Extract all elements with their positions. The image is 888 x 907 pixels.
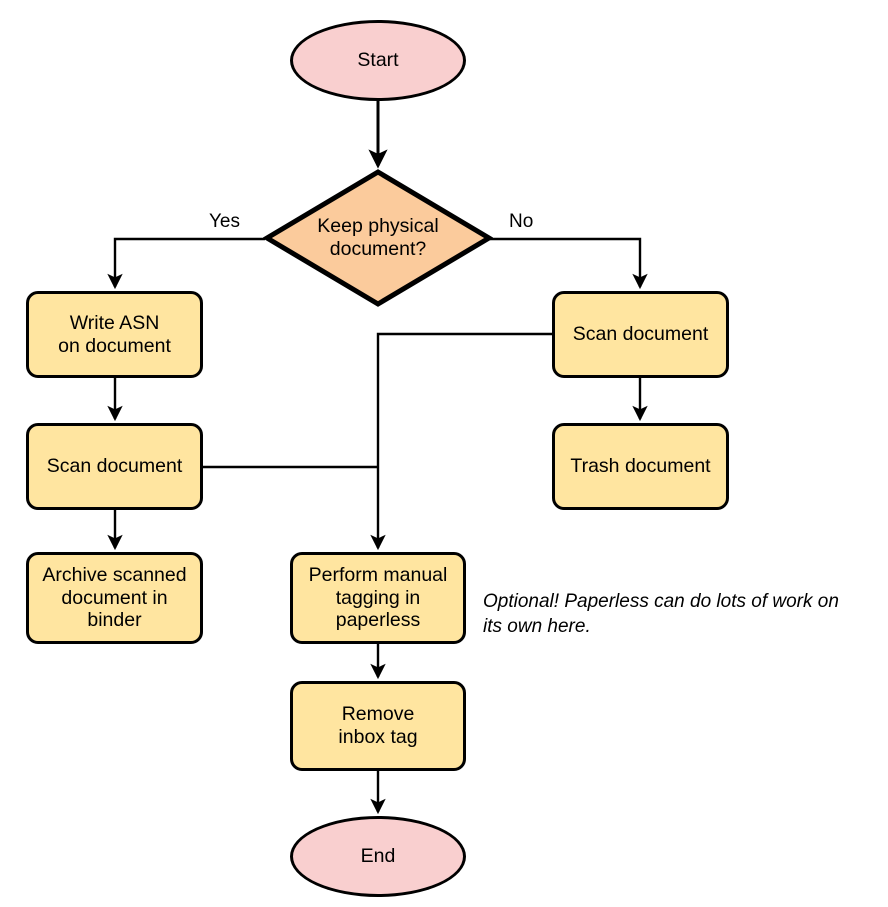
annotation-optional-note: Optional! Paperless can do lots of work … bbox=[483, 591, 839, 637]
node-perform-manual-tagging-label: Perform manual tagging in paperless bbox=[308, 564, 448, 632]
node-perform-manual-tagging[interactable]: Perform manual tagging in paperless bbox=[290, 552, 466, 644]
node-keep-physical-label: Keep physical document? bbox=[317, 215, 439, 260]
node-trash-document-label: Trash document bbox=[570, 455, 711, 478]
decision-diamond-shape bbox=[263, 169, 493, 307]
node-start-label: Start bbox=[357, 49, 399, 72]
node-end[interactable]: End bbox=[290, 816, 466, 897]
node-scan-document-left[interactable]: Scan document bbox=[26, 423, 203, 510]
edge-label-no: No bbox=[509, 211, 534, 232]
node-trash-document[interactable]: Trash document bbox=[552, 423, 729, 510]
node-archive-scanned-document[interactable]: Archive scanned document in binder bbox=[26, 552, 203, 644]
node-scan-document-right-label: Scan document bbox=[572, 323, 709, 346]
node-write-asn-label: Write ASN on document bbox=[58, 311, 171, 357]
edge-decision-yes-to-write-asn bbox=[107, 237, 265, 290]
node-scan-document-right[interactable]: Scan document bbox=[552, 291, 729, 378]
node-end-label: End bbox=[360, 845, 396, 868]
edge-decision-no-to-scan-right bbox=[490, 237, 648, 290]
node-write-asn[interactable]: Write ASN on document bbox=[26, 291, 203, 378]
node-start[interactable]: Start bbox=[290, 20, 466, 101]
edge-label-yes: Yes bbox=[209, 211, 240, 232]
edge-scan-right-to-manual-tagging bbox=[370, 332, 552, 551]
node-archive-scanned-document-label: Archive scanned document in binder bbox=[42, 564, 187, 632]
node-remove-inbox-tag[interactable]: Remove inbox tag bbox=[290, 681, 466, 771]
node-keep-physical-decision[interactable]: Keep physical document? bbox=[263, 168, 493, 308]
node-scan-document-left-label: Scan document bbox=[46, 455, 183, 478]
node-remove-inbox-tag-label: Remove inbox tag bbox=[338, 703, 418, 748]
